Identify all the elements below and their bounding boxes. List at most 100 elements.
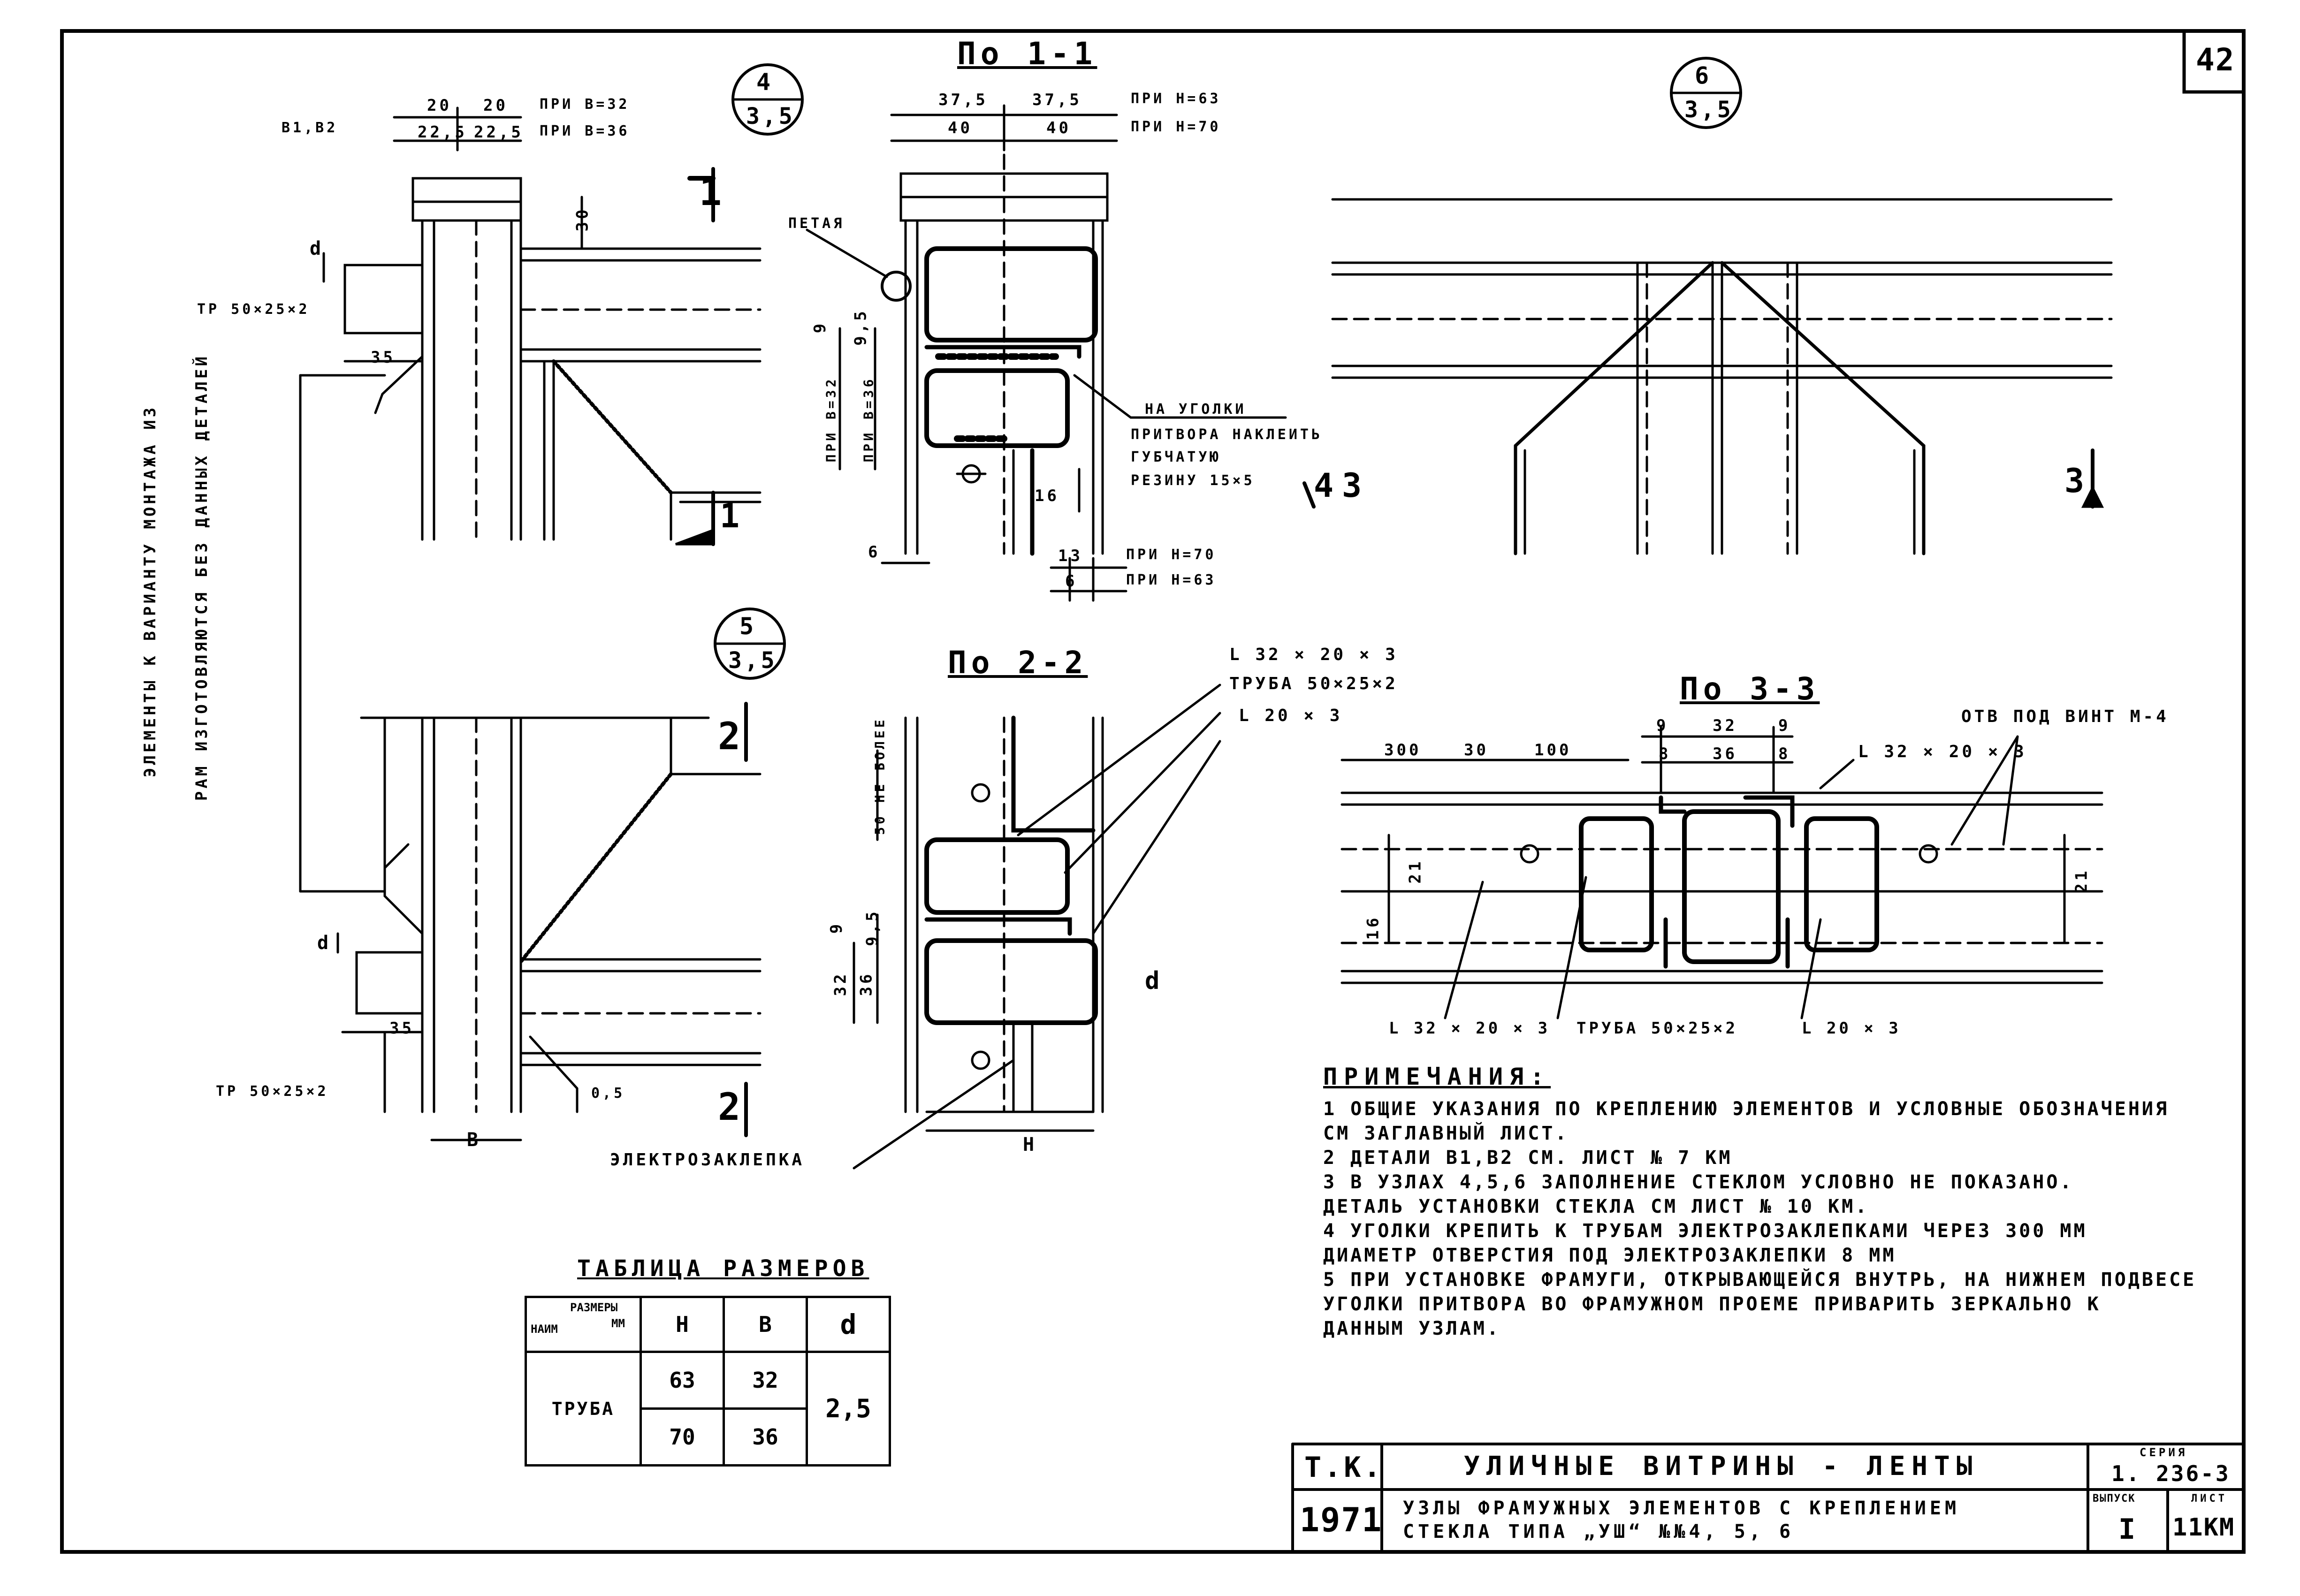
section-3-3 — [1340, 726, 2103, 1019]
note-line: ДАННЫМ УЗЛАМ. — [1323, 1318, 1501, 1339]
callout-electro-rivet: ЭЛЕКТРОЗАКЛЕПКА — [610, 1150, 805, 1170]
node-5-detail — [299, 374, 786, 1141]
callout-na-ugolki: НА УГОЛКИ — [1145, 401, 1247, 418]
title-block-series-label: СЕРИЯ — [2140, 1446, 2188, 1459]
dim-37-5-a: 37,5 — [938, 91, 988, 109]
sheet-number: 42 — [2196, 42, 2235, 78]
dim-s22-9-5: 9,5 — [863, 909, 882, 946]
title-block-issue-label: ВЫПУСК — [2093, 1493, 2136, 1505]
note-line: 5 ПРИ УСТАНОВКЕ ФРАМУГИ, ОТКРЫВАЮЩЕЙСЯ В… — [1323, 1269, 2197, 1291]
dim-s22-9: 9 — [827, 921, 846, 934]
dim-20-b: 20 — [483, 96, 508, 115]
dim-s33-21-left: 21 — [1406, 859, 1425, 884]
dim-pri-b32-side: ПРИ В=32 — [823, 376, 839, 463]
dim-d-top: d — [310, 238, 324, 259]
screw-hole-left — [1520, 844, 1539, 864]
callout-angle-32x20x3: L 32 × 20 × 3 — [1229, 645, 1398, 664]
dim-40-a: 40 — [948, 119, 973, 137]
dim-35-bottom: 35 — [389, 1019, 414, 1038]
dim-s33-8-a: 8 — [1659, 745, 1671, 763]
size-table: РАЗМЕРЫ ММ НАИМ Н В d ТРУБА 63 32 2,5 70… — [525, 1296, 891, 1467]
dim-s22-d: d — [1145, 967, 1163, 995]
dim-s5-b: В — [467, 1129, 481, 1151]
section-2-2 — [853, 684, 1221, 1170]
size-table-b-32: 32 — [723, 1351, 808, 1410]
dim-40-b: 40 — [1046, 119, 1071, 137]
node-5-number: 5 — [739, 613, 757, 640]
callout-s33-truba: ТРУБА 50×25×2 — [1576, 1019, 1738, 1038]
callout-weld: 0,5 — [591, 1085, 625, 1102]
side-note-line-2: РАМ ИЗГОТОВЛЯЮТСЯ БЕЗ ДАННЫХ ДЕТАЛЕЙ — [192, 354, 211, 801]
dim-s33-8-b: 8 — [1778, 745, 1791, 763]
dim-pri-h70: ПРИ Н=70 — [1131, 119, 1221, 135]
note-line: 3 В УЗЛАХ 4,5,6 ЗАПОЛНЕНИЕ СТЕКЛОМ УСЛОВ… — [1323, 1171, 2074, 1193]
size-table-corner: РАЗМЕРЫ ММ НАИМ — [525, 1296, 642, 1353]
title-block-sheet: 11КМ — [2172, 1513, 2235, 1542]
dim-s22-50: 50 НЕ БОЛЕЕ — [872, 717, 888, 835]
note-line: 2 ДЕТАЛИ В1,В2 СМ. ЛИСТ № 7 КМ — [1323, 1147, 1733, 1169]
dim-pri-h63: ПРИ Н=63 — [1131, 91, 1221, 107]
title-block-sheet-label: ЛИСТ — [2191, 1493, 2227, 1505]
note-line: 1 ОБЩИЕ УКАЗАНИЯ ПО КРЕПЛЕНИЮ ЭЛЕМЕНТОВ … — [1323, 1098, 2170, 1120]
note-line: 4 УГОЛКИ КРЕПИТЬ К ТРУБАМ ЭЛЕКТРОЗАКЛЕПК… — [1323, 1220, 2087, 1242]
dim-22-5-a: 22,5 — [418, 123, 467, 142]
title-block-subtitle-2: СТЕКЛА ТИПА „УШ“ №№4, 5, 6 — [1403, 1521, 1795, 1543]
callout-s33-angle-32-bottom: L 32 × 20 × 3 — [1389, 1019, 1551, 1038]
size-table-col-h: Н — [640, 1296, 725, 1353]
section-3-3-title: По 3-3 — [1680, 671, 1820, 707]
dim-37-5-b: 37,5 — [1032, 91, 1082, 109]
dim-s33-300: 300 — [1384, 741, 1422, 760]
section-1-1-title: По 1-1 — [957, 36, 1097, 72]
size-table-head-sizes: РАЗМЕРЫ — [570, 1301, 618, 1314]
title-block-frame — [1291, 1443, 2245, 1553]
dim-s22-h: Н — [1023, 1134, 1037, 1155]
size-table-col-d: d — [806, 1296, 891, 1353]
dim-16: 16 — [1035, 486, 1059, 505]
dim-9-5: 9,5 — [851, 308, 870, 346]
note-line: СМ ЗАГЛАВНЫЙ ЛИСТ. — [1323, 1123, 1569, 1144]
notes-title: ПРИМЕЧАНИЯ: — [1323, 1063, 1551, 1090]
rivet-2-2-top — [971, 783, 990, 803]
note-line: УГОЛКИ ПРИТВОРА ВО ФРАМУЖНОМ ПРОЕМЕ ПРИВ… — [1323, 1293, 2101, 1315]
rivet-2-2-bottom — [971, 1050, 990, 1070]
node-6-detail — [1302, 57, 2113, 555]
dim-d-bottom: d — [317, 932, 332, 954]
size-table-b-36: 36 — [723, 1407, 808, 1467]
node-4-sheet: 3,5 — [746, 103, 795, 129]
note-line: ДИАМЕТР ОТВЕРСТИЯ ПОД ЭЛЕКТРОЗАКЛЕПКИ 8 … — [1323, 1245, 1896, 1266]
dim-13: 13 — [1058, 547, 1083, 565]
node-6-number: 6 — [1695, 62, 1712, 89]
title-block-title: УЛИЧНЫЕ ВИТРИНЫ - ЛЕНТЫ — [1464, 1451, 1979, 1482]
side-note-line-1: ЭЛЕМЕНТЫ К ВАРИАНТУ МОНТАЖА ИЗ — [141, 404, 160, 777]
callout-s33-angle-20: L 20 × 3 — [1802, 1019, 1901, 1038]
node-6-sheet: 3,5 — [1684, 97, 1734, 123]
node-4-detail — [322, 63, 804, 546]
callout-b1-b2: В1,В2 — [282, 120, 338, 136]
dim-s33-36: 36 — [1713, 745, 1737, 763]
callout-screw-hole: ОТВ ПОД ВИНТ М-4 — [1961, 707, 2169, 726]
dim-s33-9-a: 9 — [1656, 716, 1669, 735]
screw-hole-right — [1919, 844, 1938, 864]
callout-truba: ТРУБА 50×25×2 — [1229, 674, 1398, 693]
size-table-col-b: В — [723, 1296, 808, 1353]
size-table-h-63: 63 — [640, 1351, 725, 1410]
size-table-h-70: 70 — [640, 1407, 725, 1467]
size-table-row-name: ТРУБА — [525, 1351, 642, 1467]
callout-pritvor-3: РЕЗИНУ 15×5 — [1131, 472, 1255, 489]
size-table-title: ТАБЛИЦА РАЗМЕРОВ — [577, 1255, 869, 1282]
node-5-sheet: 3,5 — [728, 647, 777, 674]
dim-s33-100: 100 — [1534, 741, 1572, 760]
title-block-org: Т.К. — [1304, 1451, 1384, 1484]
dim-20-a: 20 — [427, 96, 452, 115]
dim-pri-h63-bottom: ПРИ Н=63 — [1126, 572, 1217, 588]
section-1-1 — [806, 104, 1287, 602]
dim-s33-21-right: 21 — [2072, 868, 2091, 893]
note-line: ДЕТАЛЬ УСТАНОВКИ СТЕКЛА СМ ЛИСТ № 10 КМ. — [1323, 1196, 1869, 1217]
dim-s33-32: 32 — [1713, 716, 1737, 735]
title-block-issue: I — [2118, 1513, 2139, 1546]
section-mark-3-right: 3 — [2064, 462, 2087, 500]
drawing-frame — [60, 29, 2246, 1554]
hinge-loop — [881, 271, 912, 302]
section-mark-3-left: 3 — [1342, 466, 1365, 505]
